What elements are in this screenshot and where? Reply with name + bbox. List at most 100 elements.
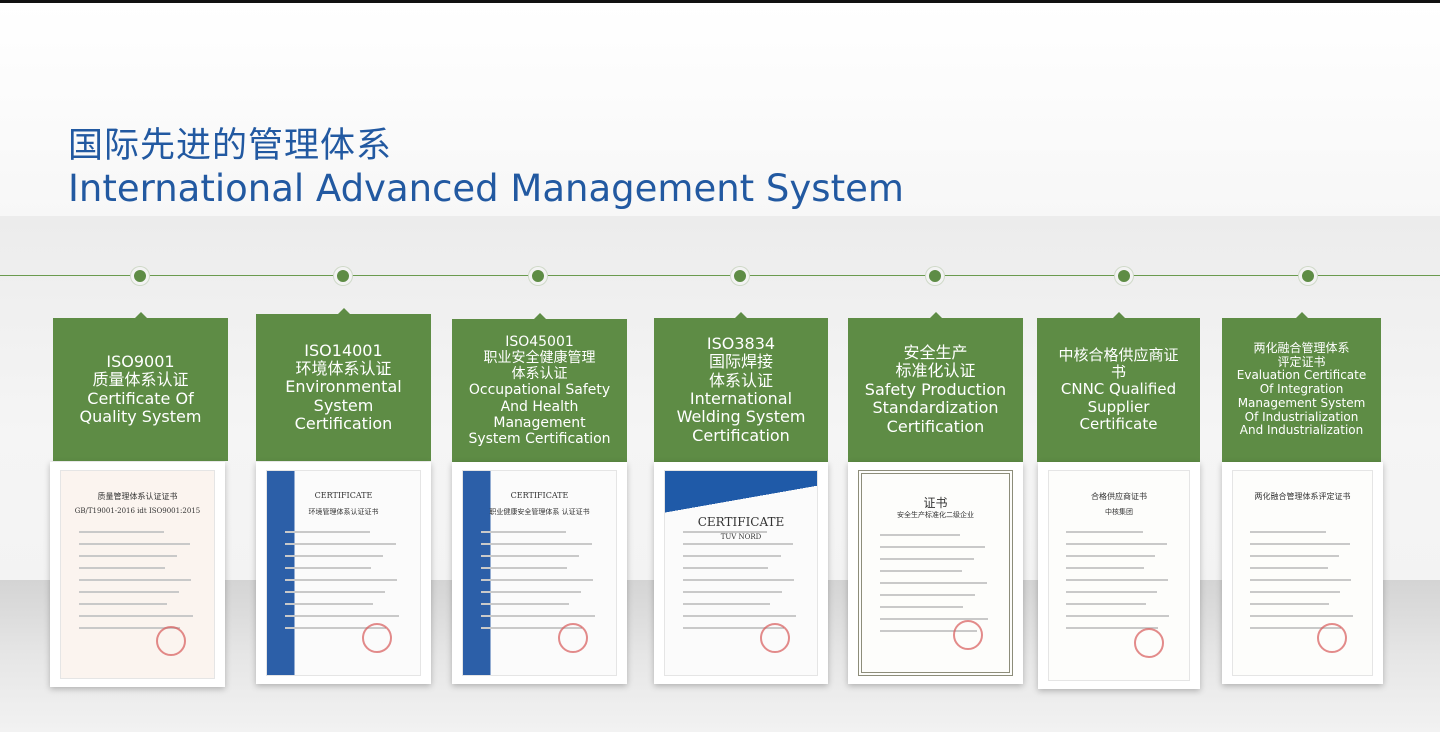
document-text-line bbox=[285, 579, 398, 581]
document-text-line bbox=[683, 579, 795, 581]
document-text-line bbox=[79, 627, 181, 629]
top-bar bbox=[0, 0, 1440, 3]
document-text-line bbox=[1065, 615, 1170, 617]
document-text-line bbox=[683, 543, 793, 545]
document-text-line bbox=[1249, 579, 1352, 581]
seal-icon bbox=[156, 626, 187, 656]
document-text-line bbox=[1065, 567, 1145, 569]
certificate-title-box[interactable]: ISO9001 质量体系认证 Certificate Of Quality Sy… bbox=[53, 312, 228, 461]
header-background bbox=[0, 3, 1440, 216]
certificate-document-heading: CERTIFICATE bbox=[314, 491, 373, 500]
timeline-dot bbox=[529, 267, 547, 285]
document-text-line bbox=[481, 603, 569, 605]
document-text-line bbox=[1249, 603, 1329, 605]
document-text-line bbox=[481, 543, 592, 545]
certificate-label: ISO14001 环境体系认证 Environmental System Cer… bbox=[285, 340, 402, 434]
document-text-line bbox=[683, 531, 767, 533]
document-text-line bbox=[1065, 579, 1168, 581]
document-text-line bbox=[1065, 603, 1146, 605]
document-text-line bbox=[1065, 531, 1143, 533]
certificate-document: 证书安全生产标准化二级企业 bbox=[858, 470, 1013, 676]
document-text-line bbox=[879, 558, 974, 560]
document-text-line bbox=[879, 606, 964, 608]
timeline-dot bbox=[334, 267, 352, 285]
certificate-document-heading: 质量管理体系认证证书 bbox=[97, 492, 178, 501]
certificate-label: ISO3834 国际焊接 体系认证 International Welding … bbox=[676, 333, 806, 445]
document-text-line bbox=[285, 531, 370, 533]
certificate-document: 合格供应商证书中核集团 bbox=[1048, 470, 1190, 681]
document-text-line bbox=[79, 543, 190, 545]
page-title-en: International Advanced Management System bbox=[68, 167, 904, 210]
certificate-document: 质量管理体系认证证书 GB/T19001-2016 idt ISO9001:201… bbox=[60, 470, 215, 679]
document-text-line bbox=[79, 531, 164, 533]
document-text-line bbox=[1065, 543, 1167, 545]
certificate-image[interactable]: CERTIFICATE 环境管理体系认证证书 bbox=[256, 462, 431, 684]
certificate-title-box[interactable]: ISO45001 职业安全健康管理 体系认证 Occupational Safe… bbox=[452, 313, 627, 462]
document-text-line bbox=[879, 618, 989, 620]
document-text-line bbox=[1249, 591, 1341, 593]
document-text-line bbox=[683, 555, 781, 557]
document-text-line bbox=[285, 567, 372, 569]
document-text-line bbox=[481, 627, 583, 629]
certificate-document-subheading: 中核集团 bbox=[1105, 508, 1133, 516]
document-text-line bbox=[481, 591, 581, 593]
document-text-line bbox=[879, 546, 986, 548]
document-text-line bbox=[879, 582, 987, 584]
page-title-zh: 国际先进的管理体系 bbox=[68, 126, 393, 166]
document-text-line bbox=[683, 603, 770, 605]
certificate-title-box[interactable]: 中核合格供应商证 书 CNNC Qualified Supplier Certi… bbox=[1037, 312, 1200, 462]
certificate-document-heading: 证书 bbox=[923, 496, 948, 510]
document-text-line bbox=[1065, 627, 1159, 629]
document-text-line bbox=[879, 534, 961, 536]
document-text-line bbox=[285, 603, 373, 605]
seal-icon bbox=[1316, 623, 1347, 653]
certificate-image[interactable]: 两化融合管理体系评定证书 bbox=[1222, 462, 1383, 684]
document-text-line bbox=[1249, 627, 1342, 629]
document-text-line bbox=[285, 615, 399, 617]
document-text-line bbox=[285, 555, 384, 557]
certificate-document: CERTIFICATE 环境管理体系认证证书 bbox=[266, 470, 421, 676]
certificate-title-box[interactable]: ISO14001 环境体系认证 Environmental System Cer… bbox=[256, 308, 431, 461]
timeline-line bbox=[0, 275, 1440, 276]
document-text-line bbox=[879, 570, 962, 572]
certificate-document-heading: CERTIFICATE bbox=[510, 491, 569, 500]
certificate-document-heading: CERTIFICATE bbox=[697, 515, 785, 529]
document-text-line bbox=[481, 579, 594, 581]
document-text-line bbox=[79, 603, 167, 605]
seal-icon bbox=[1133, 628, 1164, 658]
certificate-label: 两化融合管理体系 评定证书 Evaluation Certificate Of … bbox=[1236, 340, 1367, 438]
document-text-line bbox=[683, 615, 796, 617]
certificate-image[interactable]: 质量管理体系认证证书 GB/T19001-2016 idt ISO9001:201… bbox=[50, 462, 225, 687]
document-text-line bbox=[683, 591, 783, 593]
document-text-line bbox=[79, 567, 166, 569]
document-text-line bbox=[481, 531, 566, 533]
document-text-line bbox=[1249, 567, 1328, 569]
certificate-image[interactable]: 证书安全生产标准化二级企业 bbox=[848, 462, 1023, 684]
timeline-dot bbox=[1115, 267, 1133, 285]
certificate-document-subheading: 环境管理体系认证证书 bbox=[308, 508, 379, 516]
document-text-line bbox=[285, 627, 387, 629]
document-text-line bbox=[879, 630, 977, 632]
timeline-dot bbox=[731, 267, 749, 285]
document-text-line bbox=[481, 567, 568, 569]
document-text-line bbox=[683, 627, 784, 629]
seal-icon bbox=[362, 623, 393, 653]
timeline-dot bbox=[1299, 267, 1317, 285]
certificate-document-subheading: GB/T19001-2016 idt ISO9001:2015 bbox=[74, 507, 201, 515]
document-text-line bbox=[285, 543, 396, 545]
certificate-title-box[interactable]: 两化融合管理体系 评定证书 Evaluation Certificate Of … bbox=[1222, 312, 1381, 462]
document-text-line bbox=[1065, 591, 1157, 593]
certificate-document-heading: 两化融合管理体系评定证书 bbox=[1254, 492, 1351, 501]
certificate-image[interactable]: 合格供应商证书中核集团 bbox=[1038, 462, 1200, 689]
seal-icon bbox=[558, 623, 589, 653]
certificate-title-box[interactable]: ISO3834 国际焊接 体系认证 International Welding … bbox=[654, 312, 828, 462]
document-text-line bbox=[1249, 615, 1353, 617]
document-text-line bbox=[79, 555, 178, 557]
certificate-title-box[interactable]: 安全生产 标准化认证 Safety Production Standardiza… bbox=[848, 312, 1023, 462]
document-text-line bbox=[683, 567, 769, 569]
document-text-line bbox=[79, 591, 179, 593]
